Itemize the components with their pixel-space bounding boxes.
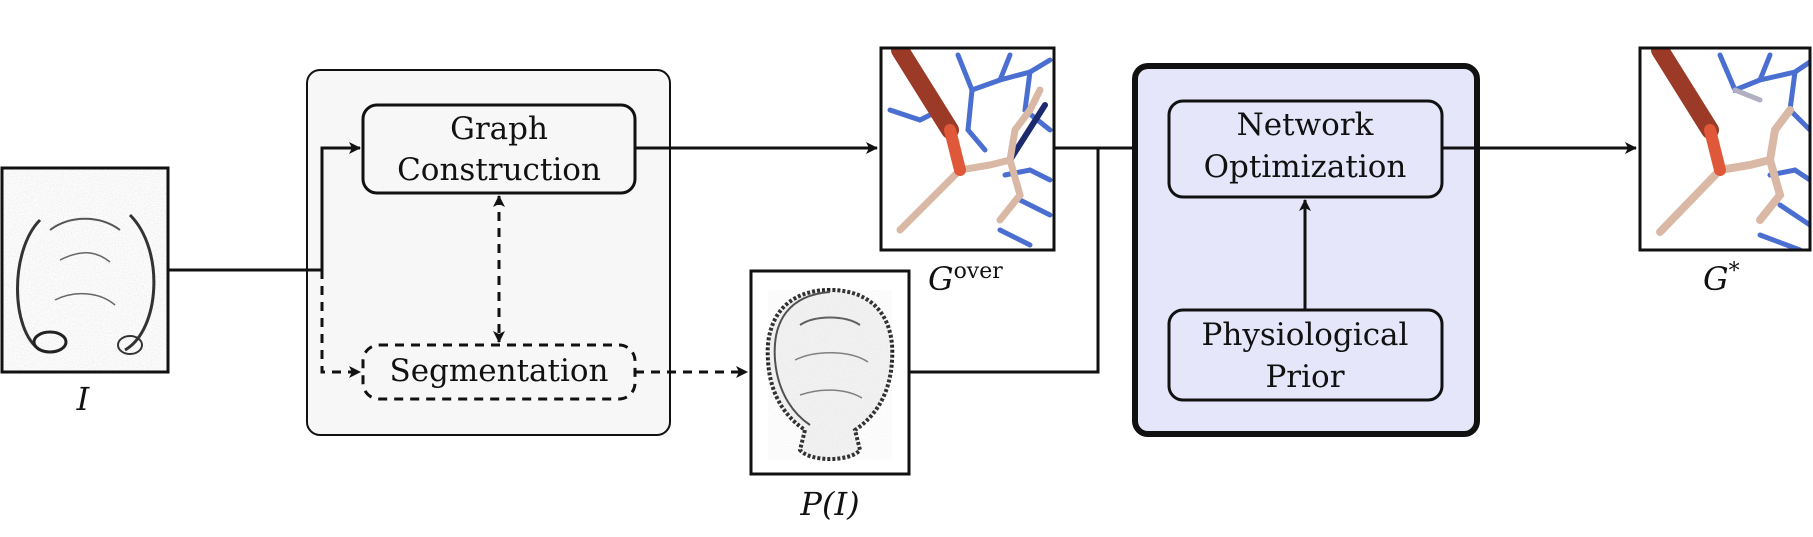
over-connected-graph-image: [879, 46, 1056, 252]
prob-to-junction: [909, 148, 1100, 374]
network-optimization-line2: Optimization: [1204, 149, 1407, 185]
network-optimization-line1: Network: [1237, 107, 1374, 143]
input-image: [0, 166, 170, 374]
probability-map-image: [749, 269, 911, 476]
input-image-label: I: [76, 380, 91, 418]
g-over-base: G: [928, 260, 954, 298]
physiological-prior-box: Physiological Prior: [1167, 308, 1444, 402]
physiological-prior-line1: Physiological: [1202, 317, 1409, 353]
g-star-superscript: *: [1729, 259, 1740, 284]
g-over-superscript: over: [954, 259, 1004, 284]
input-to-graph-arrow: [320, 142, 361, 270]
graph-construction-box: Graph Construction: [361, 103, 637, 195]
g-star-label: G*: [1703, 259, 1740, 298]
segmentation-label: Segmentation: [389, 353, 608, 389]
optimized-graph-image: [1638, 46, 1812, 252]
g-over-label: Gover: [928, 259, 1003, 298]
probability-map-label: P(I): [799, 485, 859, 523]
physiological-prior-line2: Prior: [1265, 359, 1344, 395]
graph-construction-line1: Graph: [450, 111, 548, 147]
g-star-base: G: [1703, 260, 1729, 298]
network-optimization-box: Network Optimization: [1167, 99, 1444, 199]
segmentation-box: Segmentation: [361, 343, 637, 401]
graph-construction-line2: Construction: [397, 152, 601, 188]
input-to-segmentation-arrow: [320, 270, 361, 378]
